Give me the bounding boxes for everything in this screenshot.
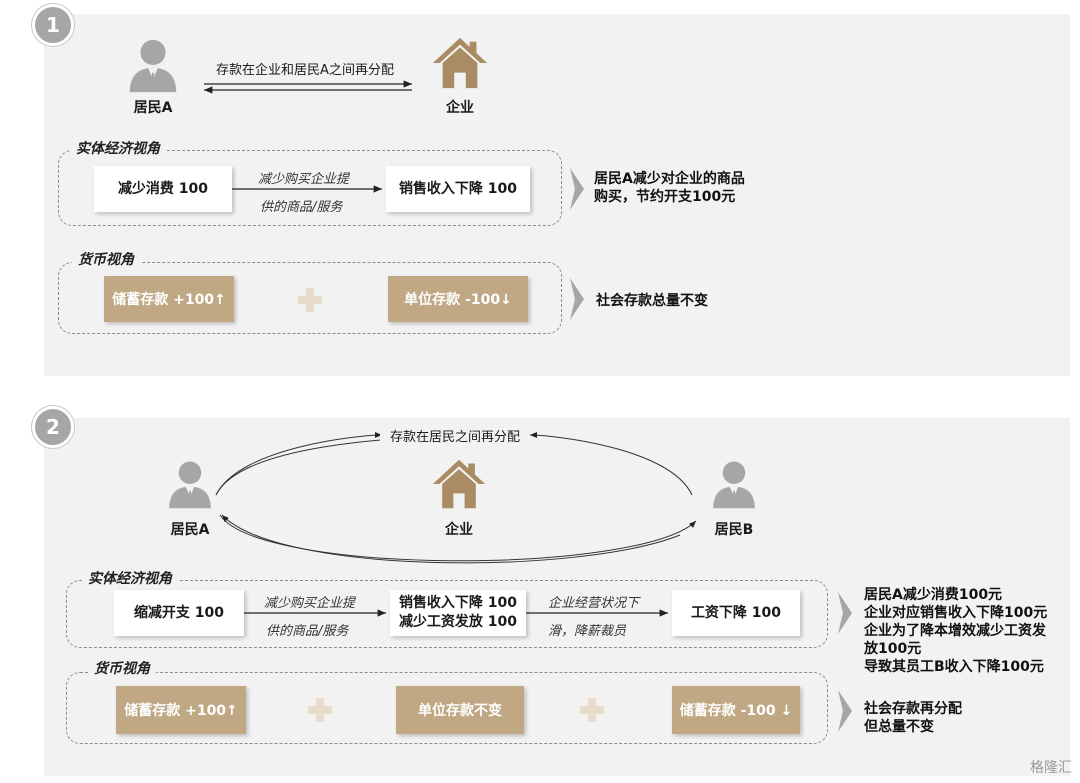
money-note: 社会存款总量不变: [596, 293, 708, 309]
real-economy-note: 居民A减少对企业的商品 购买，节约开支100元: [594, 170, 745, 206]
resident-a-label: 居民A: [133, 100, 173, 116]
note-line: 但总量不变: [864, 719, 934, 735]
chevron-right-icon: [570, 156, 584, 222]
arrow-right: [232, 185, 382, 193]
house-icon: [430, 34, 490, 92]
cut-spending-box: 缩减开支 100: [114, 590, 244, 636]
person-icon: [124, 36, 182, 94]
savings-deposit-down-box: 储蓄存款 -100 ↓: [672, 686, 800, 734]
redistribution-arcs: [215, 432, 697, 564]
note-line: 导致其员工B收入下降100元: [864, 659, 1044, 675]
chevron-right-icon: [838, 580, 852, 646]
arrow-note-bottom: 滑，降薪裁员: [548, 624, 627, 639]
arrow-note-bottom: 供的商品/服务: [260, 200, 343, 215]
corporate-deposit-box: 单位存款不变: [396, 686, 524, 734]
note-line: 企业为了降本增效减少工资发: [864, 623, 1046, 639]
reduce-consumption-box: 减少消费 100: [94, 166, 232, 212]
box-line: 减少工资发放 100: [398, 614, 518, 630]
chevron-right-icon: [570, 266, 584, 332]
sales-and-wage-box: 销售收入下降 100 减少工资发放 100: [390, 590, 526, 636]
arrow-note-bottom: 供的商品/服务: [266, 624, 349, 639]
step-badge-1: 1: [32, 4, 74, 46]
savings-deposit-box: 储蓄存款 +100↑: [104, 276, 234, 322]
chevron-right-icon: [838, 678, 852, 744]
watermark: 格隆汇: [1030, 760, 1072, 776]
flow-label: 存款在企业和居民A之间再分配: [216, 63, 394, 78]
company-label: 企业: [446, 100, 474, 116]
real-economy-frame: [66, 580, 828, 648]
corporate-deposit-box: 单位存款 -100↓: [388, 276, 528, 322]
real-economy-title: 实体经济视角: [82, 570, 178, 588]
arc-label: 存款在居民之间再分配: [380, 426, 530, 445]
wage-decline-box: 工资下降 100: [672, 590, 800, 636]
note-line: 社会存款再分配: [864, 701, 962, 717]
money-title: 货币视角: [72, 251, 140, 269]
arrow-note-top: 企业经营状况下: [548, 596, 640, 611]
double-arrow: [204, 80, 412, 94]
note-line: 居民A减少消费100元: [864, 587, 1003, 603]
resident-a-label: 居民A: [170, 522, 210, 538]
box-line: 销售收入下降 100: [398, 595, 518, 611]
person-icon: [708, 458, 760, 510]
arrow-right: [526, 609, 668, 617]
plus-icon: [308, 698, 332, 722]
money-title: 货币视角: [88, 660, 156, 678]
arrow-note-top: 减少购买企业提: [258, 172, 350, 187]
real-economy-title: 实体经济视角: [70, 140, 166, 158]
plus-icon: [298, 288, 322, 312]
money-frame: [58, 262, 562, 334]
arrow-note-top: 减少购买企业提: [264, 596, 356, 611]
step-badge-2: 2: [32, 406, 74, 448]
sales-decline-box: 销售收入下降 100: [386, 166, 530, 212]
note-line: 购买，节约开支100元: [594, 189, 736, 205]
house-icon: [430, 456, 488, 512]
savings-deposit-up-box: 储蓄存款 +100↑: [116, 686, 246, 734]
arrow-right: [244, 609, 386, 617]
note-line: 居民A减少对企业的商品: [594, 171, 745, 187]
resident-b-label: 居民B: [714, 522, 754, 538]
note-line: 放100元: [864, 641, 922, 657]
company-label: 企业: [445, 522, 473, 538]
real-economy-note: 居民A减少消费100元 企业对应销售收入下降100元 企业为了降本增效减少工资发…: [864, 586, 1064, 676]
money-note: 社会存款再分配 但总量不变: [864, 700, 962, 736]
note-line: 企业对应销售收入下降100元: [864, 605, 1048, 621]
money-frame: [66, 672, 828, 744]
person-icon: [164, 458, 216, 510]
real-economy-frame: [58, 150, 562, 226]
plus-icon: [580, 698, 604, 722]
